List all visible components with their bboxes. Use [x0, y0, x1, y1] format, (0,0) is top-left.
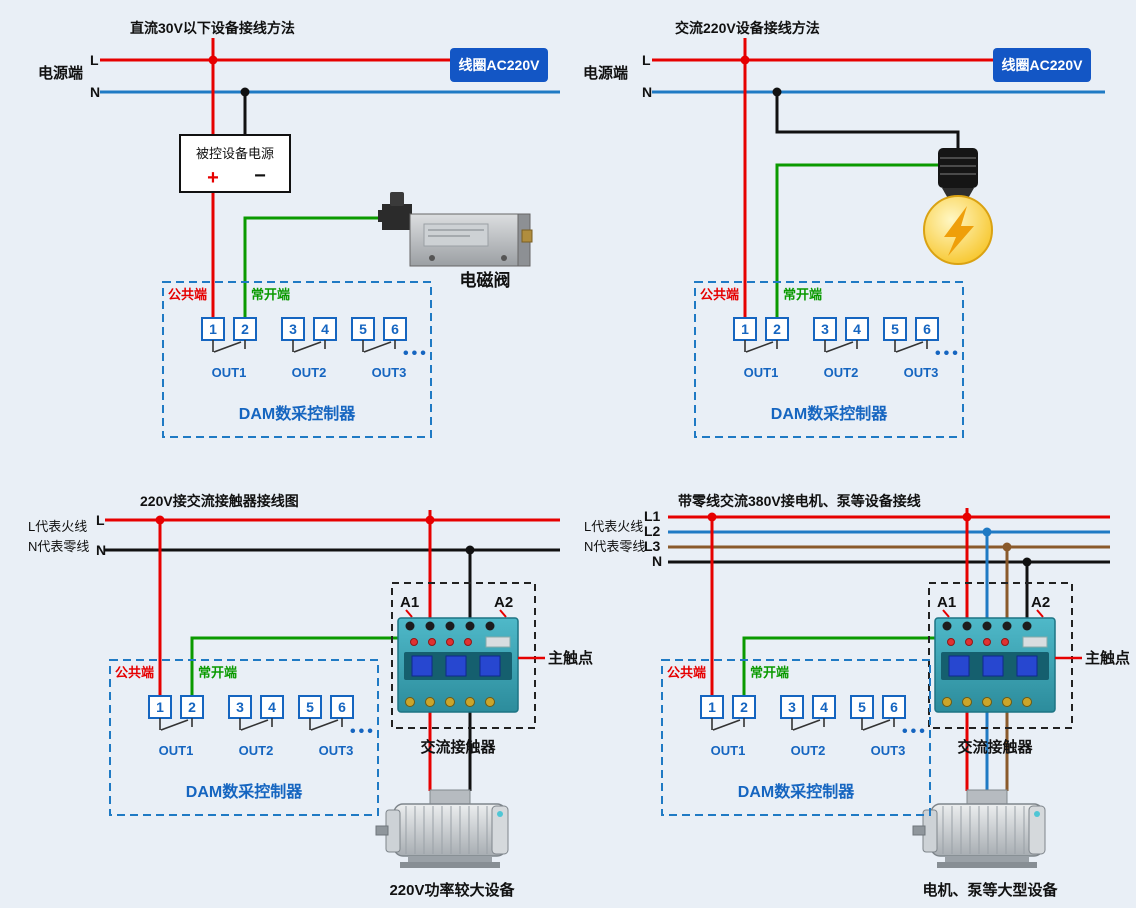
device-label: 电机、泵等大型设备: [922, 881, 1058, 899]
live-wire-note: L代表火线: [28, 519, 87, 534]
panel4-title: 带零线交流380V接电机、泵等设备接线: [678, 493, 921, 509]
panel-220v-contactor: 220V接交流接触器接线图 L代表火线 N代表零线 L N 220V功率较大设备: [28, 493, 595, 899]
coil-voltage-badge-text: 线圈AC220V: [459, 57, 541, 73]
line-n-label: N: [642, 84, 652, 100]
line-l2-label: L2: [644, 523, 661, 539]
line-n-label: N: [96, 542, 106, 558]
live-wire-note: L代表火线: [584, 519, 643, 534]
plus-terminal: +: [207, 167, 219, 189]
line-l1-label: L1: [644, 508, 661, 524]
motor: [912, 789, 1046, 869]
line-l-label: L: [90, 52, 99, 68]
panel-dc30v: 直流30V以下设备接线方法 电源端 L N 线圈AC220V 被控设备电源 + …: [38, 20, 560, 438]
solenoid-valve-icon: [378, 192, 533, 267]
line-l-label: L: [96, 512, 105, 528]
dam-controller: [162, 281, 432, 438]
power-end-label: 电源端: [583, 64, 628, 82]
power-end-label: 电源端: [38, 64, 83, 82]
line-l-label: L: [642, 52, 651, 68]
light-bulb-icon: [923, 148, 993, 265]
coil-voltage-badge: [450, 48, 548, 82]
dam-controller: [109, 659, 379, 816]
device-label: 220V功率较大设备: [389, 881, 515, 899]
controlled-device-power-box: [179, 134, 291, 193]
panel-380v-motor: 带零线交流380V接电机、泵等设备接线 L代表火线 N代表零线 L1 L2 L3…: [584, 493, 1132, 899]
panel-ac220v: 交流220V设备接线方法 电源端 L N 线圈AC220V: [583, 20, 1105, 438]
line-n-label: N: [652, 553, 662, 569]
solenoid-valve-label: 电磁阀: [460, 270, 511, 290]
ac-contactor: [390, 581, 595, 758]
motor: [375, 789, 509, 869]
dam-controller: [661, 659, 931, 816]
dam-controller: [694, 281, 964, 438]
neutral-wire-note: N代表零线: [28, 539, 89, 554]
panel2-title: 交流220V设备接线方法: [675, 20, 820, 36]
line-l3-label: L3: [644, 538, 661, 554]
wires: [743, 60, 960, 318]
panel3-title: 220V接交流接触器接线图: [140, 493, 299, 509]
coil-voltage-badge-text: 线圈AC220V: [1002, 57, 1084, 73]
device-power-label: 被控设备电源: [196, 146, 274, 161]
neutral-wire-note: N代表零线: [584, 539, 645, 554]
coil-voltage-badge: [993, 48, 1091, 82]
line-n-label: N: [90, 84, 100, 100]
panel1-title: 直流30V以下设备接线方法: [130, 20, 295, 36]
wires: [211, 60, 390, 318]
wires: [158, 520, 472, 791]
ac-contactor: [927, 581, 1132, 758]
minus-terminal: −: [254, 165, 266, 187]
